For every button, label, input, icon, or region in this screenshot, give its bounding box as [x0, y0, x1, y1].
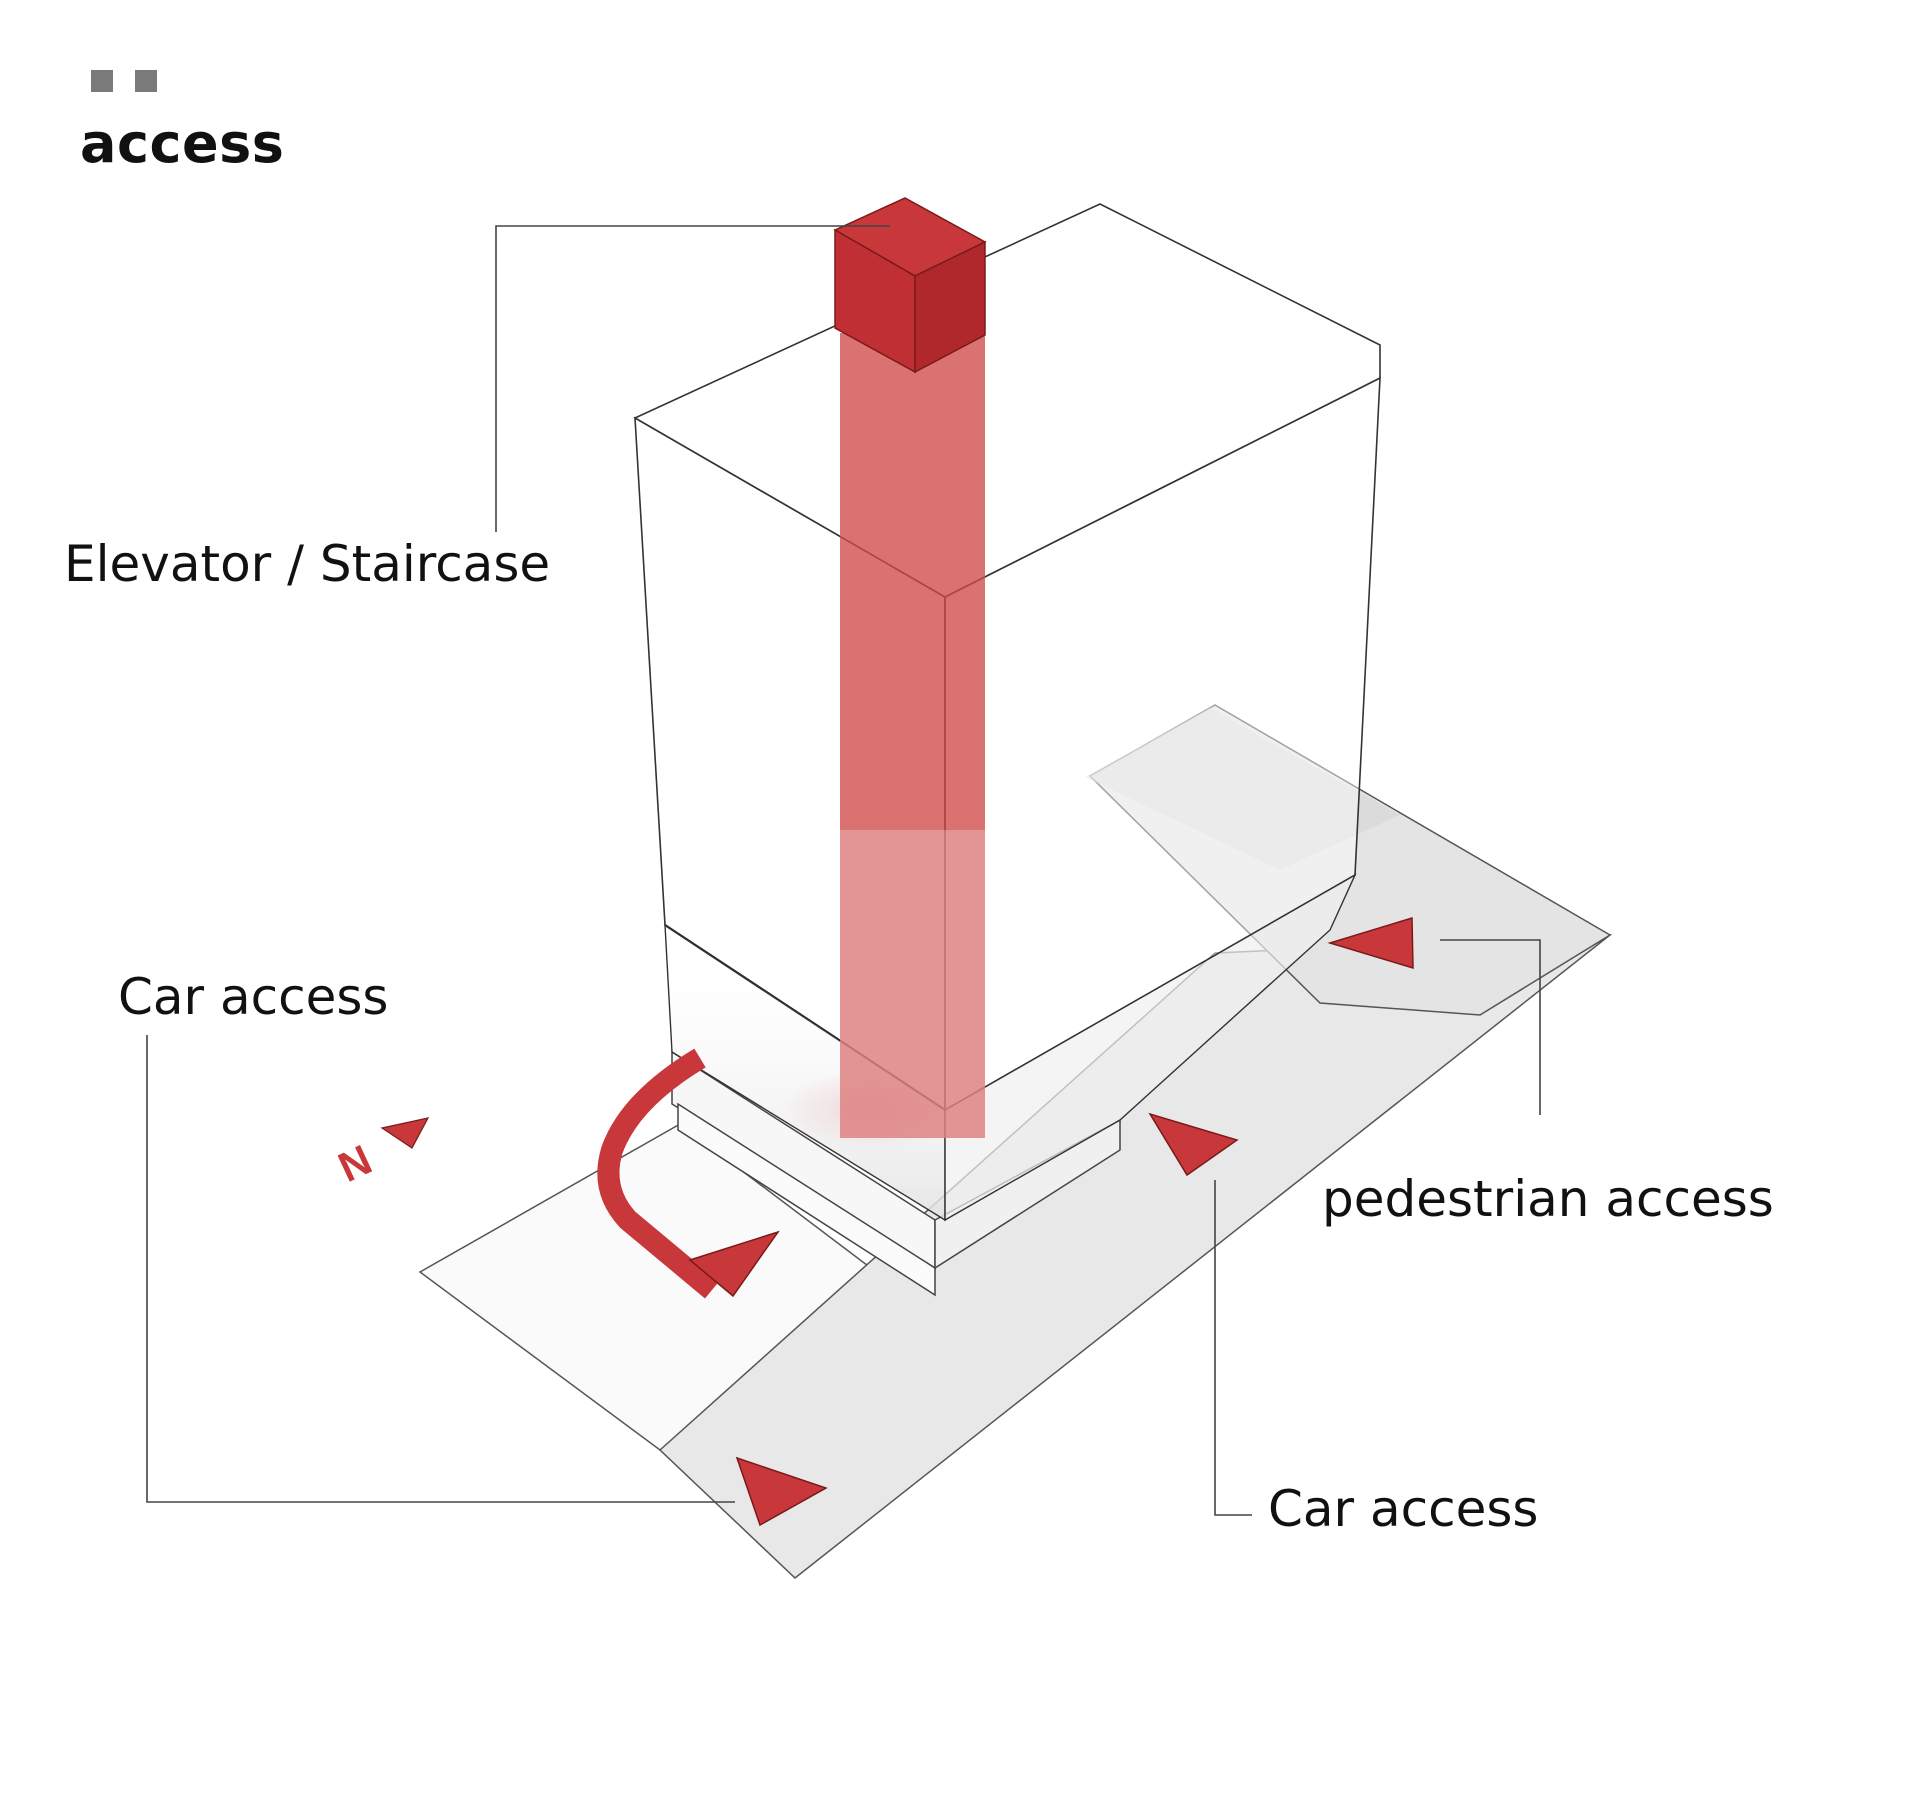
label-elevator-staircase: Elevator / Staircase: [64, 535, 551, 593]
car-turn-arrowhead: [688, 1230, 780, 1298]
building-ground-floor-side: [944, 873, 1357, 1222]
leader-car-left: [146, 1035, 735, 1503]
elevator-shaft: [840, 333, 985, 1138]
ground-shadow: [1085, 708, 1400, 870]
elevator-shaft-fade: [840, 830, 985, 1138]
leader-pedestrian: [1440, 939, 1541, 1115]
elevator-cube-right: [914, 240, 986, 374]
label-pedestrian-access: pedestrian access: [1322, 1170, 1774, 1228]
north-arrow-icon: N: [331, 1117, 430, 1191]
header-square-2: [135, 70, 157, 92]
car-access-triangle-right: [1148, 1112, 1239, 1177]
label-car-access-left: Car access: [118, 968, 389, 1026]
car-access-triangle-left: [735, 1456, 828, 1527]
leader-elevator: [495, 225, 890, 532]
page-title: access: [80, 112, 285, 175]
north-marker-label: N: [331, 1136, 378, 1191]
pedestrian-access-triangle: [1327, 916, 1414, 970]
leader-car-right: [1214, 1180, 1252, 1516]
header-square-1: [91, 70, 113, 92]
car-turn-arrow: [597, 1048, 720, 1299]
podium-lower-front: [677, 1102, 936, 1297]
label-car-access-right: Car access: [1268, 1480, 1539, 1538]
